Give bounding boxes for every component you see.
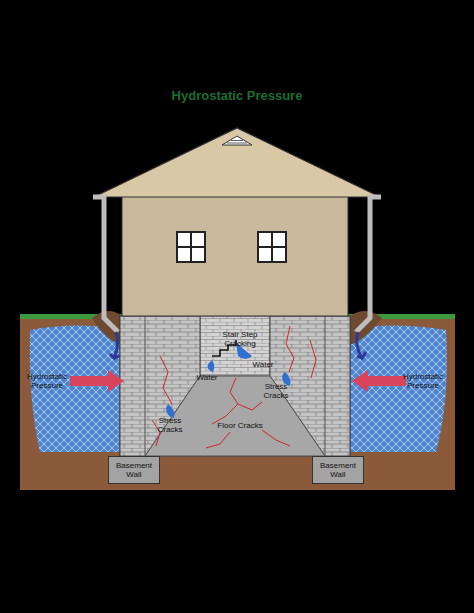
pressure-arrow: [352, 370, 406, 392]
water-seep: [208, 360, 215, 372]
wall-crack: [310, 340, 316, 378]
footing-box: Basement Wall: [312, 456, 364, 484]
wall-crack: [286, 326, 294, 372]
downspout: [356, 197, 381, 332]
wall-crack: [160, 356, 172, 404]
footing-label: Basement Wall: [109, 461, 159, 479]
footing-label: Basement Wall: [313, 461, 363, 479]
vent-slats: [227, 141, 247, 144]
runoff: [110, 332, 119, 358]
wall-edge: [325, 316, 326, 456]
water-seep: [166, 404, 174, 418]
callout-label: Stair Step Cracking: [212, 330, 268, 348]
wall-edge: [145, 316, 146, 456]
roof-vent: [222, 136, 252, 145]
soil: [20, 316, 455, 490]
backfill: [350, 311, 382, 345]
callout-label: Hydrostatic Pressure: [398, 372, 448, 390]
window: [177, 232, 205, 262]
callout-label: Stress Cracks: [256, 382, 296, 400]
footing-box: Basement Wall: [108, 456, 160, 484]
runoff: [357, 332, 366, 358]
callout-label: Hydrostatic Pressure: [22, 372, 72, 390]
diagram-title: Hydrostatic Pressure: [0, 88, 474, 103]
window: [258, 232, 286, 262]
downspout: [93, 197, 118, 332]
callout-label: Water: [246, 360, 280, 369]
callout-label: Stress Cracks: [150, 416, 190, 434]
pressure-arrow: [70, 370, 124, 392]
callout-label: Floor Cracks: [210, 421, 270, 430]
floor: [145, 376, 325, 456]
callout-label: Water: [190, 373, 224, 382]
roof: [94, 128, 380, 197]
house-wall: [122, 196, 348, 316]
basement: [120, 316, 350, 456]
